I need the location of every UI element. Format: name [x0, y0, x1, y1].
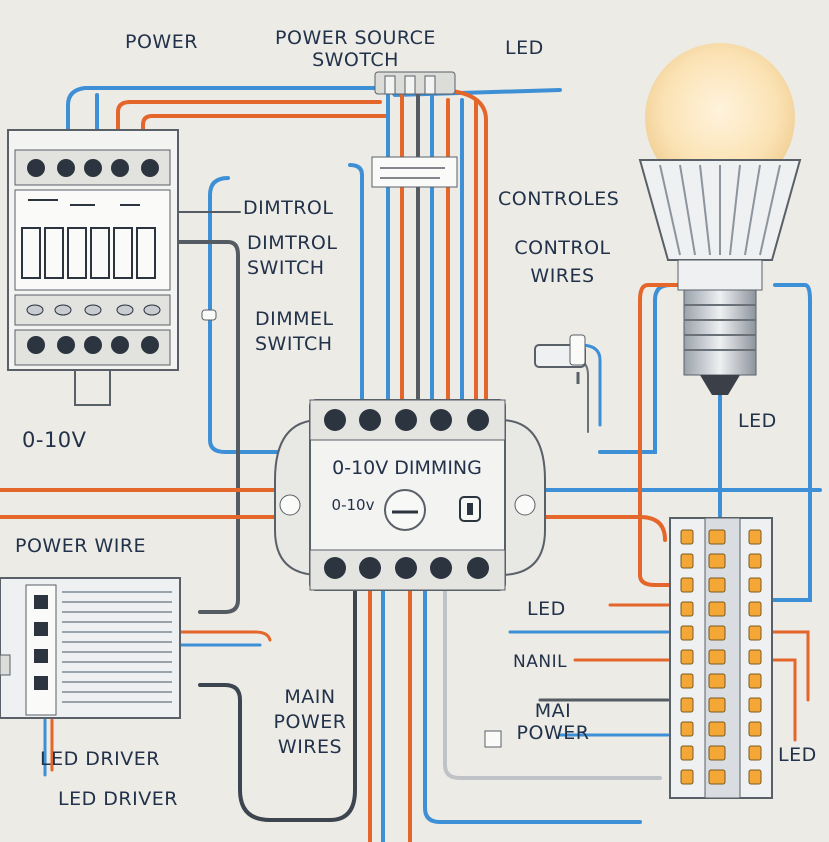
led-chip-right [748, 649, 762, 665]
dimmer-terminals-top [324, 409, 489, 431]
led-chip-left [680, 649, 694, 665]
wire-bottom-4 [423, 588, 642, 824]
led-chip-right [748, 577, 762, 593]
led-chip-center [708, 745, 726, 761]
led-chip-center [708, 577, 726, 593]
led-strip-board [669, 517, 773, 799]
mai-power-connector [484, 730, 502, 748]
led-chip-left [680, 625, 694, 641]
label-main-power-wires: MAIN POWER WIRES [273, 686, 347, 758]
label-dimtrol: DIMTROL [243, 197, 334, 219]
led-chip-left [680, 673, 694, 689]
led-chip-left [680, 529, 694, 545]
led-chip-center [708, 601, 726, 617]
label-led-mid: LED [527, 598, 566, 620]
wire-bottom-6 [198, 588, 357, 822]
label-control-wires: CONTROL WIRES [514, 237, 611, 287]
led-chip-left [680, 721, 694, 737]
led-bulb [638, 43, 802, 395]
dimmer-terminals-bottom [324, 557, 489, 579]
label-led-right: LED [738, 410, 777, 432]
breaker-terminals-bottom [27, 336, 159, 354]
led-chip-center [708, 673, 726, 689]
wire-right-orange [638, 283, 682, 587]
led-chip-center [708, 649, 726, 665]
wire-dimtrol-gray [176, 240, 240, 614]
wire-dimtrol-blue [208, 163, 364, 454]
led-chip-right [748, 529, 762, 545]
led-chip-right [748, 769, 762, 785]
led-chip-center [708, 769, 726, 785]
label-nanil: NANIL [513, 652, 568, 672]
wire-driver-orange [176, 630, 272, 642]
dimmer-title: 0-10V DIMMING [332, 457, 482, 479]
led-chip-center [708, 625, 726, 641]
led-chip-right [748, 745, 762, 761]
led-chip-left [680, 697, 694, 713]
wire-right-blue [768, 283, 812, 602]
led-chip-right [748, 721, 762, 737]
led-chip-center [708, 529, 726, 545]
label-dimmel-switch: DIMMEL SWITCH [255, 308, 334, 355]
wire-control-gray [574, 359, 589, 433]
label-controles: CONTROLES [498, 188, 620, 210]
label-led-bottom-right: LED [778, 744, 817, 766]
breaker-terminals-top [27, 159, 159, 177]
label-power: POWER [125, 31, 198, 53]
led-chip-left [680, 745, 694, 761]
wire-bottom-5 [443, 588, 662, 780]
power-source-switch [371, 71, 458, 188]
label-dimtrol-switch: DIMTROL SWITCH [247, 232, 338, 279]
label-power-source-switch: POWER SOURCE SWOTCH [275, 27, 436, 71]
wire-led-right-1 [768, 630, 810, 702]
wire-clip [201, 309, 217, 321]
label-led-driver-1: LED DRIVER [40, 748, 160, 770]
led-driver [0, 577, 181, 719]
led-chip-right [748, 625, 762, 641]
led-chip-left [680, 553, 694, 569]
dimmer-module: 0-10V DIMMING 0-10v [274, 399, 546, 591]
wire-orange-top [116, 100, 382, 152]
label-mai-power: MAI POWER [516, 700, 590, 744]
control-module-icon [534, 334, 586, 384]
label-led-driver-2: LED DRIVER [58, 788, 178, 810]
label-0-10v: 0-10V [22, 428, 87, 452]
dimmer-sub-label: 0-10v [332, 496, 375, 514]
label-led-top: LED [505, 37, 544, 59]
led-chip-center [708, 553, 726, 569]
led-chip-right [748, 673, 762, 689]
led-chip-right [748, 553, 762, 569]
led-chip-right [748, 601, 762, 617]
led-chip-center [708, 721, 726, 737]
led-chip-right [748, 697, 762, 713]
led-chip-left [680, 769, 694, 785]
wire-orange-top-2 [141, 114, 387, 152]
wire-led-right-2 [768, 658, 797, 742]
bulb-glass [645, 43, 795, 193]
led-chip-center [708, 697, 726, 713]
label-power-wire: POWER WIRE [15, 535, 147, 557]
power-breaker-panel [7, 129, 179, 406]
dimmer-knob [384, 489, 426, 531]
led-chip-left [680, 577, 694, 593]
led-chip-left [680, 601, 694, 617]
